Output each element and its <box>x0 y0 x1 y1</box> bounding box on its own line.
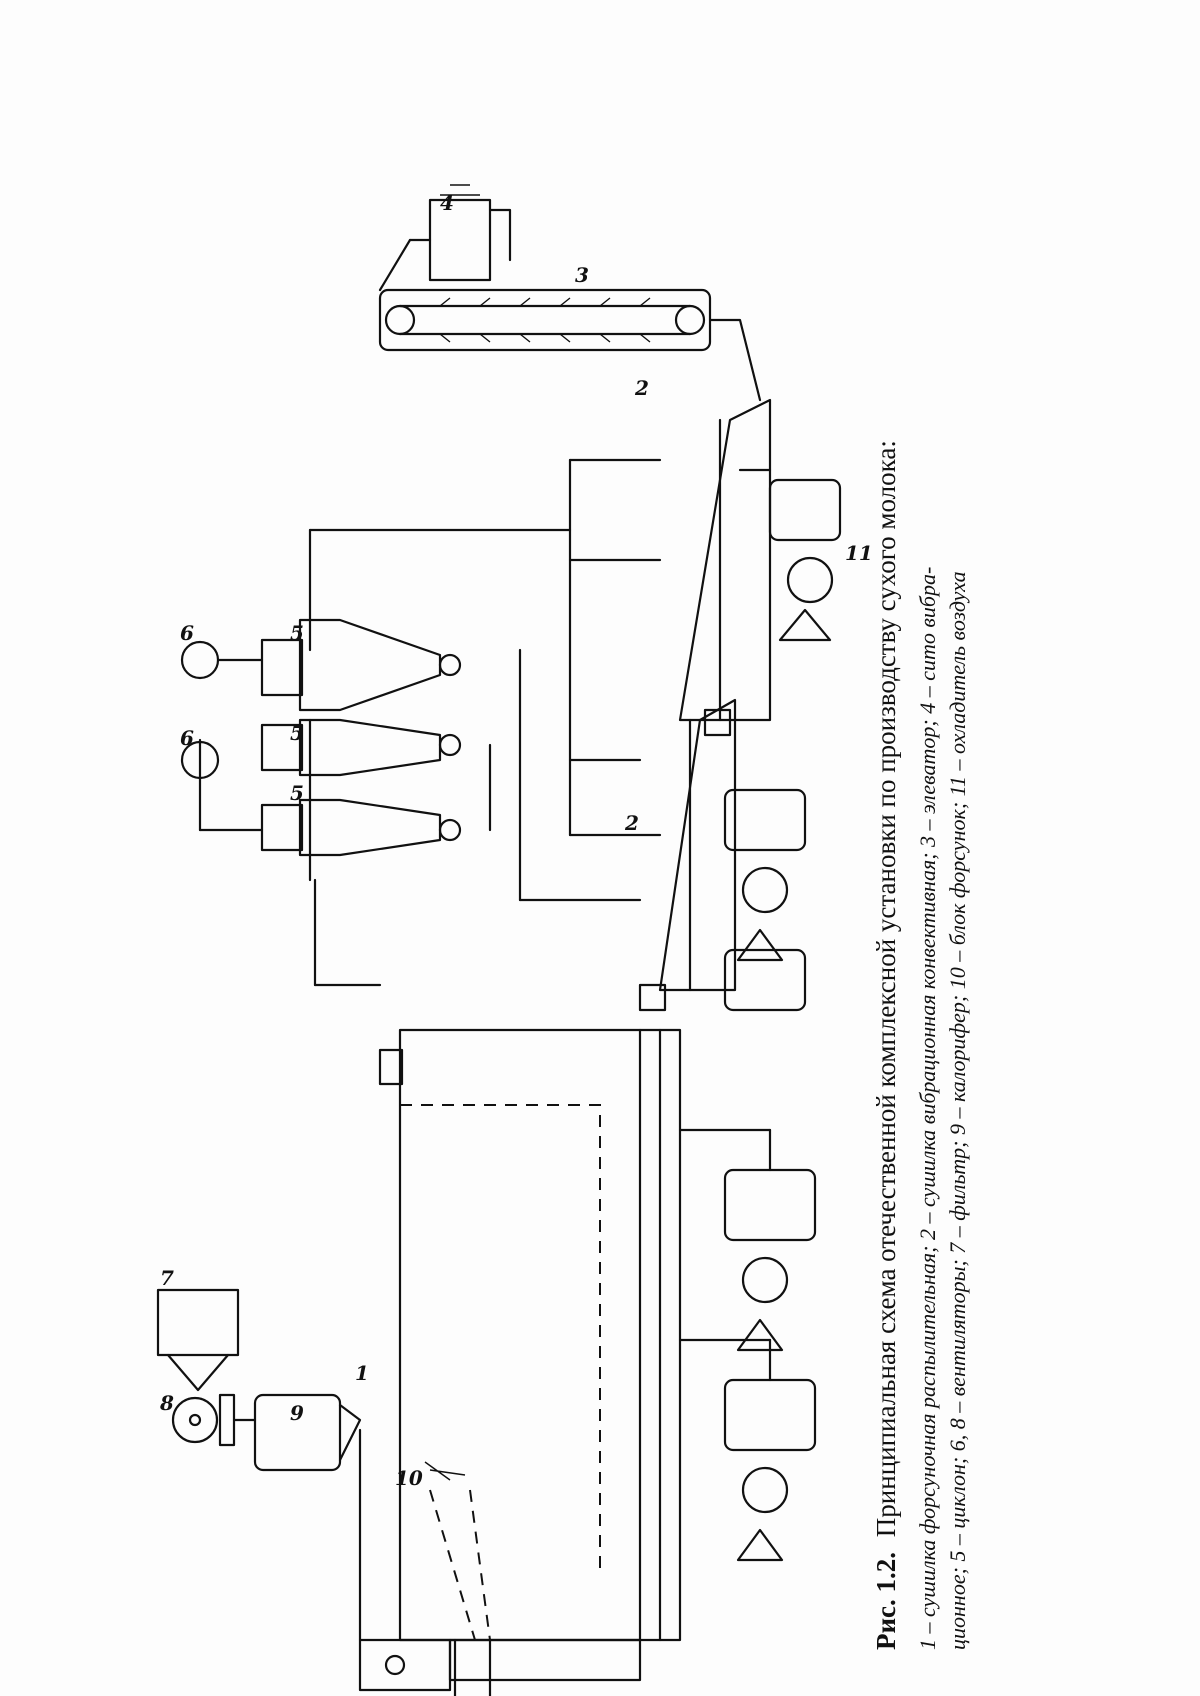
dryer-inner-dashed <box>400 1105 600 1570</box>
label-cyclone-c: 5 <box>290 621 304 645</box>
spray-dryer-1 <box>360 1030 680 1696</box>
vibro-dryer-2-second <box>680 400 840 735</box>
cyclone-5-c <box>300 620 440 710</box>
elevator-3 <box>380 290 760 400</box>
fan-8-d-icon <box>788 558 832 602</box>
label-vibro-b: 2 <box>634 376 649 400</box>
caption-block: Рис. 1.2. Принципиальная схема отечестве… <box>871 440 970 1650</box>
feed-air-assembly <box>158 1290 360 1640</box>
heater-9-c <box>725 790 805 850</box>
fan-6-top-icon <box>182 642 218 678</box>
filter-7-b-icon <box>738 1320 782 1350</box>
caption-title-line: Рис. 1.2. Принципиальная схема отечестве… <box>871 440 901 1650</box>
cyclone-5-b <box>300 720 440 775</box>
cyclones-group <box>182 620 460 880</box>
heater-9-a <box>725 1380 815 1450</box>
figure-label: Рис. 1.2. <box>871 1552 901 1650</box>
elevator-casing <box>380 290 710 350</box>
label-cyclone-b: 5 <box>290 781 304 805</box>
figure-title: Принципиальная схема отечественной компл… <box>871 440 901 1537</box>
sieve-body <box>430 200 490 280</box>
nozzle-block-10 <box>425 1462 490 1696</box>
filter-box <box>158 1290 238 1355</box>
fan-8-c-icon <box>743 868 787 912</box>
filter-7-c-icon <box>738 930 782 960</box>
dryer-chamber <box>400 1030 680 1640</box>
vibro-dryer-2-first <box>640 700 805 1010</box>
filter-7-d-icon <box>780 610 830 640</box>
cooler-11 <box>770 480 840 540</box>
label-elevator: 3 <box>575 263 589 287</box>
legend-line-1: 1 – сушилка форсуночная распылительная; … <box>915 567 940 1650</box>
fan-8-icon <box>173 1398 217 1442</box>
fan-8-b-icon <box>743 1258 787 1302</box>
label-cyclone-a: 5 <box>290 721 304 745</box>
inlet-port-icon <box>386 1656 404 1674</box>
filter-cone <box>168 1355 228 1390</box>
label-fan: 8 <box>159 1391 174 1415</box>
fan-8-a-icon <box>743 1468 787 1512</box>
label-fan-top-b: 6 <box>180 726 194 750</box>
label-heater: 9 <box>290 1401 304 1425</box>
label-vibro-a: 2 <box>624 811 639 835</box>
label-dryer: 1 <box>355 1361 369 1385</box>
bottom-air-units-dryer <box>680 1130 815 1560</box>
filter-7-a-icon <box>738 1530 782 1560</box>
cyclone-5-a <box>300 800 440 855</box>
label-cooler: 11 <box>845 541 873 565</box>
label-sieve: 4 <box>440 191 454 215</box>
label-fan-top-a: 6 <box>180 621 194 645</box>
vibro-trough-b <box>680 400 770 720</box>
label-filter: 7 <box>160 1266 174 1290</box>
legend-line-2: ционное; 5 – циклон; 6, 8 – вентиляторы;… <box>945 571 970 1650</box>
heater-9-b <box>725 1170 815 1240</box>
label-nozzles: 10 <box>395 1466 423 1490</box>
vibro-trough-a <box>660 700 735 990</box>
